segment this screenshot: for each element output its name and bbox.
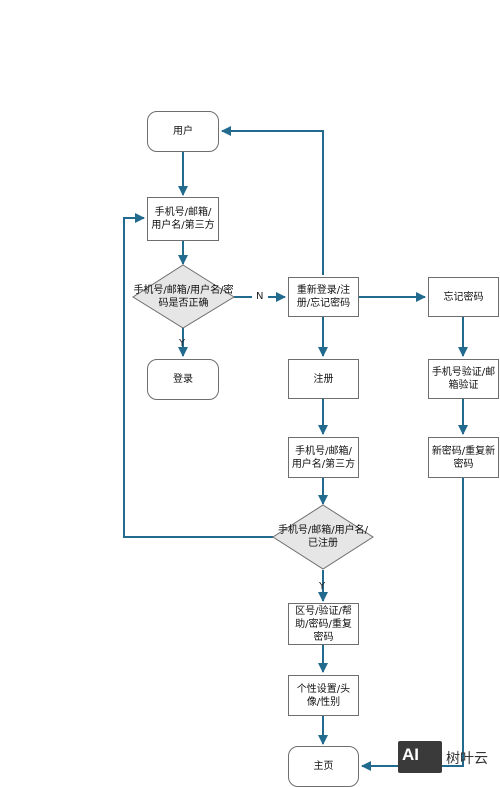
edge-label-yes-register: Y bbox=[319, 581, 326, 592]
node-region-verify-password: 区号/验证/帮助/密码/重复密码 bbox=[288, 603, 359, 645]
node-home-label: 主页 bbox=[313, 761, 334, 772]
edge-label-yes-login: Y bbox=[179, 338, 186, 349]
node-account-input-1: 手机号/邮箱/用户名/第三方 bbox=[147, 197, 219, 241]
node-account-input-2: 手机号/邮箱/用户名/第三方 bbox=[288, 437, 359, 478]
decision-credentials-text: 手机号/邮箱/用户名/密码是否正确 bbox=[133, 285, 234, 309]
node-profile-settings-label: 个性设置/头像/性别 bbox=[296, 683, 351, 708]
node-new-password-label: 新密码/重复新密码 bbox=[431, 445, 496, 470]
node-login: 登录 bbox=[147, 359, 219, 400]
node-forgot-password-label: 忘记密码 bbox=[443, 291, 484, 303]
node-user: 用户 bbox=[147, 111, 219, 152]
watermark-logo: AI bbox=[398, 741, 442, 773]
edge-registered-back-to-input bbox=[123, 213, 273, 538]
node-user-label: 用户 bbox=[173, 126, 193, 137]
edge-relogin-back-to-user bbox=[221, 126, 324, 275]
node-register: 注册 bbox=[288, 359, 359, 399]
decision-diamond-credentials bbox=[132, 264, 235, 329]
decision-registered-label: 手机号/邮箱/用户名/已注册 bbox=[273, 521, 373, 553]
watermark-brand: 树叶云 bbox=[446, 751, 488, 767]
node-forgot-password: 忘记密码 bbox=[428, 277, 499, 317]
node-relogin-options-label: 重新登录/注册/忘记密码 bbox=[296, 285, 351, 309]
decision-diamond-registered bbox=[272, 504, 374, 570]
edge-label-no: N bbox=[256, 291, 264, 302]
node-phone-email-verify: 手机号验证/邮箱验证 bbox=[428, 359, 499, 399]
node-profile-settings: 个性设置/头像/性别 bbox=[288, 675, 359, 716]
node-region-verify-password-label: 区号/验证/帮助/密码/重复密码 bbox=[295, 605, 352, 643]
node-account-input-1-label: 手机号/邮箱/用户名/第三方 bbox=[151, 207, 215, 231]
node-new-password: 新密码/重复新密码 bbox=[428, 437, 499, 478]
node-register-label: 注册 bbox=[313, 373, 334, 385]
watermark: AI 树叶云 bbox=[398, 740, 500, 776]
edge-newpwd-to-home bbox=[361, 478, 464, 771]
watermark-logo-text: AI bbox=[402, 745, 419, 764]
node-login-label: 登录 bbox=[173, 374, 193, 385]
decision-credentials-label: 手机号/邮箱/用户名/密码是否正确 bbox=[133, 281, 234, 313]
decision-registered-text: 手机号/邮箱/用户名/已注册 bbox=[277, 525, 369, 549]
node-relogin-options: 重新登录/注册/忘记密码 bbox=[288, 277, 359, 317]
node-account-input-2-label: 手机号/邮箱/用户名/第三方 bbox=[291, 445, 356, 470]
node-phone-email-verify-label: 手机号验证/邮箱验证 bbox=[431, 367, 496, 391]
node-home: 主页 bbox=[288, 746, 359, 787]
